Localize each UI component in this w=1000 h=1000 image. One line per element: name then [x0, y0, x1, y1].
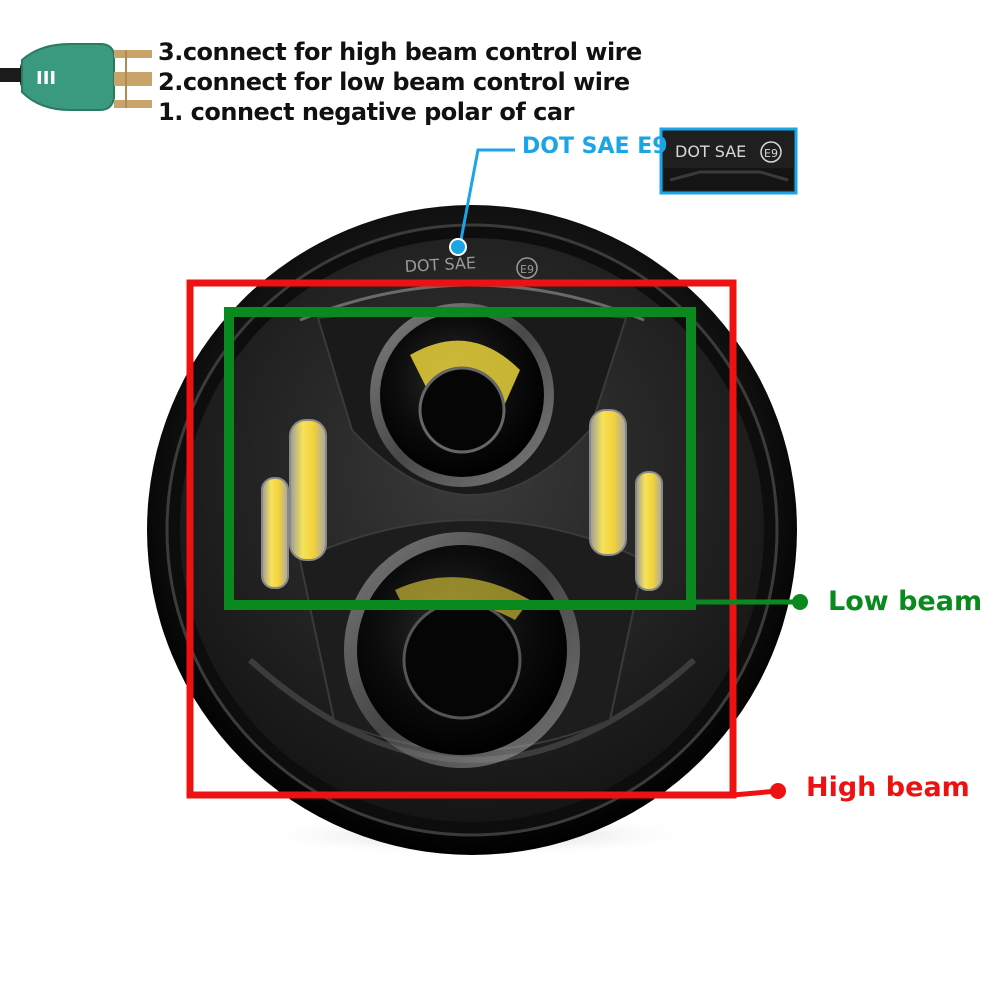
led-bar-right-inner — [589, 409, 627, 556]
dot-badge-text: DOT SAE — [675, 142, 746, 161]
ring-e-mark: E9 — [520, 263, 534, 276]
led-bar-left-inner — [289, 419, 327, 561]
high-beam-frame — [186, 279, 786, 799]
lower-projector-lens — [344, 532, 580, 768]
wire-label-negative: 1. connect negative polar of car — [158, 98, 574, 126]
connector-plug: III — [0, 43, 115, 111]
dot-callout-leader — [449, 148, 515, 256]
wire-label-high-beam: 3.connect for high beam control wire — [158, 38, 642, 66]
ring-dot-marking: DOT SAE E9 — [404, 253, 538, 279]
led-bar-right-outer — [635, 471, 663, 591]
low-beam-label: Low beam — [828, 586, 983, 617]
dot-callout-label: DOT SAE E9 — [522, 134, 668, 159]
dot-badge: DOT SAE E9 — [659, 127, 798, 195]
upper-projector-lens — [370, 303, 554, 487]
connector-pin-marking: III — [36, 68, 56, 89]
high-beam-label: High beam — [806, 772, 970, 803]
dot-badge-mark: E9 — [764, 147, 778, 160]
connector-pins — [114, 50, 152, 108]
ring-dot-text: DOT SAE — [404, 253, 476, 276]
led-bar-left-outer — [261, 477, 289, 589]
low-beam-frame — [224, 307, 808, 610]
wire-label-low-beam: 2.connect for low beam control wire — [158, 68, 630, 96]
